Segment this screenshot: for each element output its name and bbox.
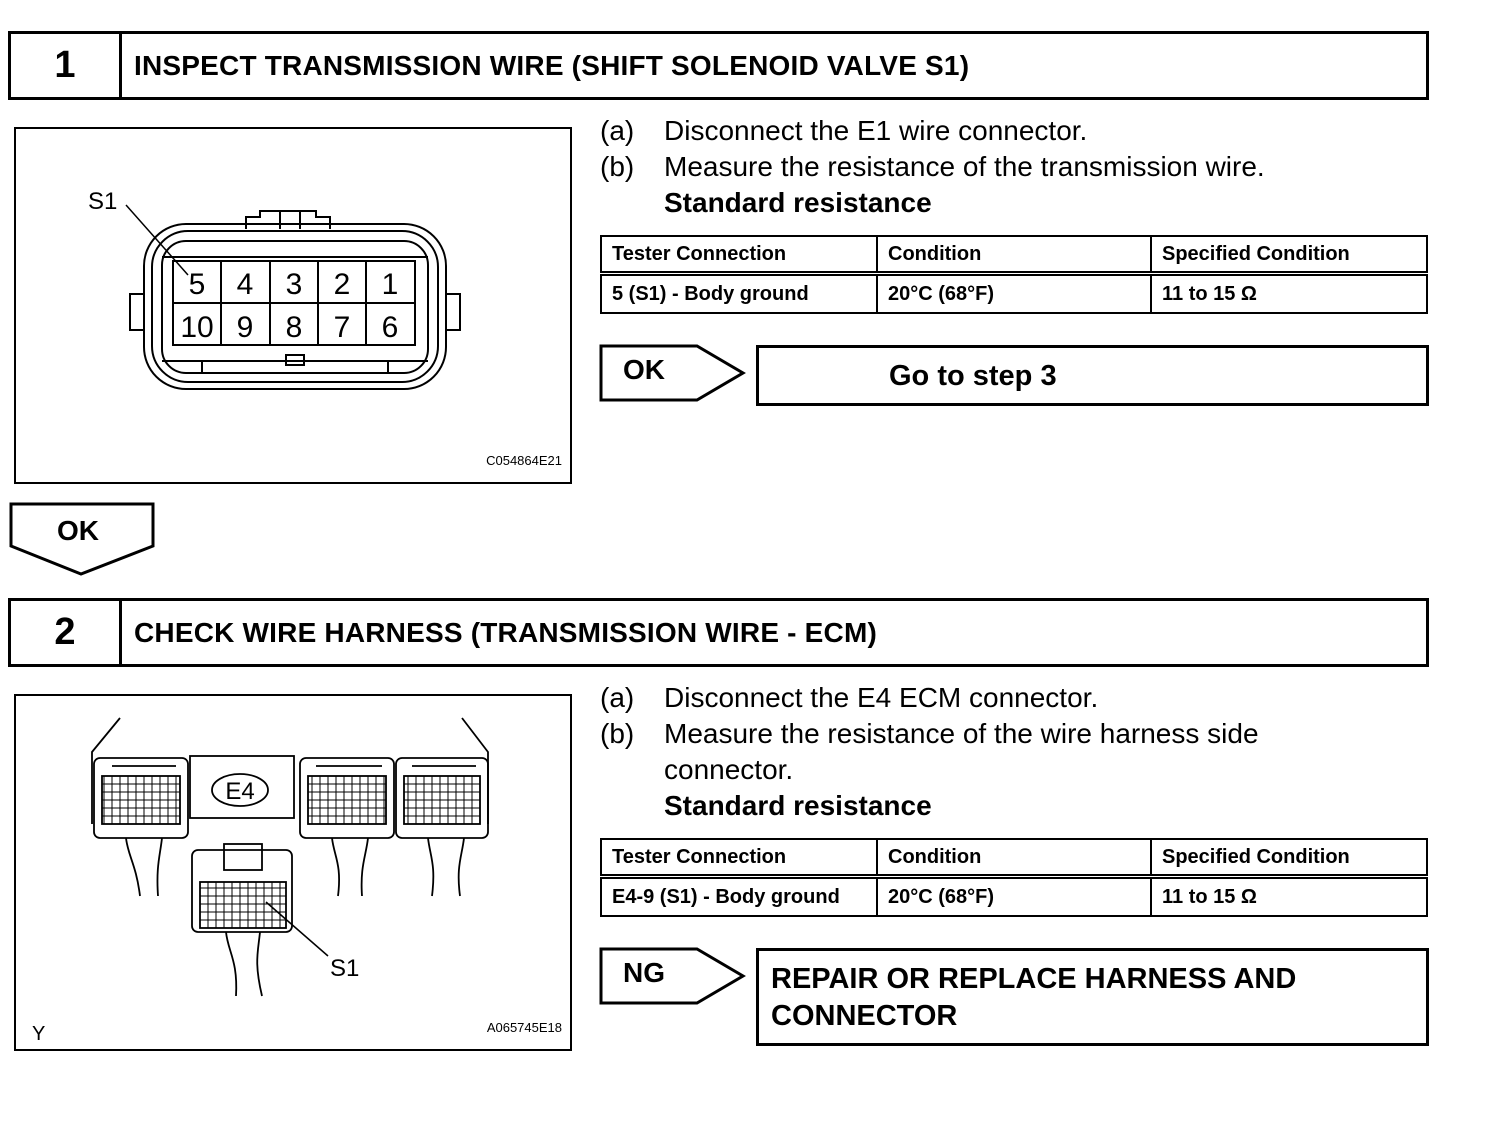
table-cell: 5 (S1) - Body ground [600, 272, 878, 314]
instruction-label: (b) [600, 718, 635, 749]
instruction-text: Measure the resistance of the wire harne… [664, 718, 1259, 785]
arrow-tag-icon [599, 344, 746, 402]
table-header-row: Tester Connection Condition Specified Co… [600, 838, 1428, 879]
step-1-header: 1 INSPECT TRANSMISSION WIRE (SHIFT SOLEN… [8, 31, 1429, 100]
step-1-spec-table: Tester Connection Condition Specified Co… [600, 235, 1428, 314]
column-header: Condition [876, 235, 1152, 276]
instruction-item: (a) Disconnect the E4 ECM connector. [600, 680, 1340, 716]
step-2-spec-table: Tester Connection Condition Specified Co… [600, 838, 1428, 917]
instruction-item: (b) Measure the resistance of the transm… [600, 149, 1430, 185]
figure-code: A065745E18 [486, 1020, 562, 1035]
table-header-row: Tester Connection Condition Specified Co… [600, 235, 1428, 276]
result-text: Go to step 3 [889, 360, 1057, 392]
result-text-line: CONNECTOR [771, 1000, 958, 1032]
ecm-connector-diagram: E4 S1 Y [32, 717, 489, 1045]
result-text-line: REPAIR OR REPLACE HARNESS AND [771, 963, 1297, 995]
instruction-text: Disconnect the E4 ECM connector. [664, 682, 1099, 713]
repair-replace-box: REPAIR OR REPLACE HARNESS AND CONNECTOR [756, 948, 1429, 1046]
table-cell: 20°C (68°F) [876, 875, 1152, 917]
instruction-text: Measure the resistance of the transmissi… [664, 151, 1265, 182]
ng-result-tag: NG [599, 947, 749, 1005]
step-2-number: 2 [11, 601, 122, 664]
pin-label: 8 [286, 311, 303, 344]
step-1-connector-figure: 5 4 3 2 1 10 9 8 7 6 S1 C054864E21 [14, 127, 572, 484]
figure-corner-letter: Y [32, 1023, 45, 1045]
ok-tag-label: OK [623, 354, 665, 385]
instruction-label: (a) [600, 682, 635, 713]
flow-ok-arrow: OK [9, 502, 155, 576]
column-header: Specified Condition [1150, 235, 1428, 276]
pin-label: 6 [382, 311, 399, 344]
pin-label: 3 [286, 268, 303, 301]
arrow-tag-icon [599, 947, 746, 1005]
instruction-label: (a) [600, 115, 635, 146]
ok-result-tag: OK [599, 344, 749, 402]
instruction-text: Disconnect the E1 wire connector. [664, 115, 1088, 146]
step-2-ecm-figure: E4 S1 Y A065745E18 [14, 694, 572, 1051]
instruction-item: (b) Measure the resistance of the wire h… [600, 716, 1340, 788]
step-2-instructions: (a) Disconnect the E4 ECM connector. (b)… [600, 680, 1340, 824]
s1-callout-label: S1 [330, 955, 359, 982]
column-header: Specified Condition [1150, 838, 1428, 879]
table-row: 5 (S1) - Body ground 20°C (68°F) 11 to 1… [600, 272, 1428, 314]
standard-resistance-label: Standard resistance [664, 187, 932, 218]
column-header: Tester Connection [600, 235, 878, 276]
pin-label: 9 [237, 311, 254, 344]
instruction-item: (a) Disconnect the E1 wire connector. [600, 113, 1430, 149]
step-1-instructions: (a) Disconnect the E1 wire connector. (b… [600, 113, 1430, 221]
go-to-step-3-box: Go to step 3 [756, 345, 1429, 406]
e4-connector-label: E4 [225, 778, 254, 805]
pin-label: 2 [334, 268, 351, 301]
column-header: Condition [876, 838, 1152, 879]
step-1-title: INSPECT TRANSMISSION WIRE (SHIFT SOLENOI… [134, 49, 970, 81]
pin-label: 1 [382, 268, 399, 301]
step-1-number: 1 [11, 34, 122, 97]
standard-resistance-label: Standard resistance [664, 790, 932, 821]
e1-connector-diagram: 5 4 3 2 1 10 9 8 7 6 S1 [88, 188, 461, 390]
pin-label: 10 [180, 311, 213, 344]
instruction-label: (b) [600, 151, 635, 182]
ng-tag-label: NG [623, 957, 665, 988]
down-arrow-tag-icon [9, 502, 155, 576]
pin-label: 7 [334, 311, 351, 344]
pin-label: 4 [237, 268, 254, 301]
table-cell: 20°C (68°F) [876, 272, 1152, 314]
table-cell: E4-9 (S1) - Body ground [600, 875, 878, 917]
flow-ok-label: OK [57, 515, 99, 546]
table-cell: 11 to 15 Ω [1150, 272, 1428, 314]
step-2-title: CHECK WIRE HARNESS (TRANSMISSION WIRE - … [134, 616, 878, 648]
table-row: E4-9 (S1) - Body ground 20°C (68°F) 11 t… [600, 875, 1428, 917]
pin-label: 5 [189, 268, 206, 301]
column-header: Tester Connection [600, 838, 878, 879]
table-cell: 11 to 15 Ω [1150, 875, 1428, 917]
s1-callout-label: S1 [88, 188, 117, 215]
figure-code: C054864E21 [486, 453, 562, 468]
step-2-header: 2 CHECK WIRE HARNESS (TRANSMISSION WIRE … [8, 598, 1429, 667]
